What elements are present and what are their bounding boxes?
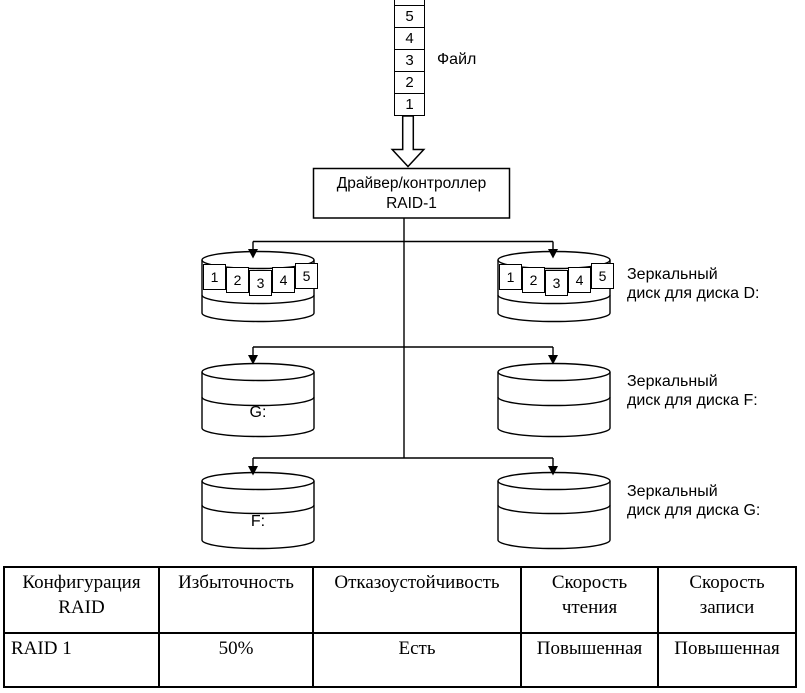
col-header-configuration-line1: Конфигурация xyxy=(22,572,141,593)
col-header-read-speed: Скорость чтения xyxy=(520,566,659,634)
disk-block: 3 xyxy=(545,270,568,296)
cell-fault-tolerance: Есть xyxy=(312,632,522,688)
disk-block: 4 xyxy=(568,267,591,293)
file-block: 3 xyxy=(395,50,424,72)
raid-controller-box xyxy=(312,167,511,219)
bus-lines xyxy=(248,218,558,476)
col-header-write-speed: Скорость записи xyxy=(657,566,797,634)
disk-label-f: F: xyxy=(250,513,266,530)
cell-configuration: RAID 1 xyxy=(3,632,160,688)
mirror-disk-label-d-line1: Зеркальный xyxy=(627,266,718,283)
mirror-disk-label-d: Зеркальный диск для диска D: xyxy=(627,265,759,303)
col-header-write-speed-line2: записи xyxy=(699,596,755,618)
disk-cylinder-g xyxy=(201,362,315,438)
table-row: RAID 1 50% Есть Повышенная Повышенная xyxy=(3,632,797,688)
disk-block: 4 xyxy=(272,267,295,293)
file-stack-open-top xyxy=(394,0,425,7)
down-block-arrow xyxy=(390,115,426,168)
cell-read-speed: Повышенная xyxy=(520,632,659,688)
file-block: 1 xyxy=(405,96,414,113)
file-block: 4 xyxy=(395,28,424,50)
disk-block: 2 xyxy=(522,267,545,293)
cell-redundancy: 50% xyxy=(158,632,314,688)
col-header-read-speed-line1: Скорость xyxy=(551,572,628,593)
mirror-disk-label-f-line1: Зеркальный xyxy=(627,373,718,390)
disk-cylinder-f-mirror xyxy=(497,362,611,438)
col-header-redundancy-line1: Избыточность xyxy=(178,572,294,593)
mirror-disk-label-d-line2: диск для диска D: xyxy=(627,285,760,302)
col-header-fault-tolerance: Отказоустойчивость xyxy=(312,566,522,634)
cell-write-speed: Повышенная xyxy=(657,632,797,688)
mirror-disk-label-f-line2: диск для диска F: xyxy=(627,392,758,409)
raid-controller-label-line1: Драйвер/контроллер xyxy=(336,174,487,192)
mirror-disk-label-g-line2: диск для диска G: xyxy=(627,502,761,519)
col-header-configuration-line2: RAID xyxy=(58,596,105,618)
disk-block: 1 xyxy=(499,264,522,290)
col-header-write-speed-line1: Скорость xyxy=(689,572,765,593)
mirror-disk-label-f: Зеркальный диск для диска F: xyxy=(627,372,758,410)
raid-comparison-table: Конфигурация RAID Избыточность Отказоуст… xyxy=(3,566,797,688)
col-header-configuration: Конфигурация RAID xyxy=(3,566,160,634)
col-header-read-speed-line2: чтения xyxy=(561,596,618,618)
file-label: Файл xyxy=(437,51,477,68)
col-header-redundancy: Избыточность xyxy=(158,566,314,634)
disk-block: 3 xyxy=(249,270,272,296)
disk-cylinder-g-mirror xyxy=(497,471,611,550)
disk-block: 2 xyxy=(226,267,249,293)
mirror-disk-label-g: Зеркальный диск для диска G: xyxy=(627,482,760,520)
disk-block: 1 xyxy=(203,264,226,290)
table-header-row: Конфигурация RAID Избыточность Отказоуст… xyxy=(3,566,797,634)
disk-cylinder-f xyxy=(201,471,315,550)
file-block: 2 xyxy=(395,72,424,94)
raid-controller-label-line2: RAID-1 xyxy=(386,194,437,212)
disk-block: 5 xyxy=(591,263,614,289)
raid-controller-label: Драйвер/контроллер RAID-1 xyxy=(313,169,510,218)
file-block: 5 xyxy=(395,6,424,28)
disk-label-g: G: xyxy=(249,404,267,421)
mirror-disk-label-g-line1: Зеркальный xyxy=(627,483,718,500)
diagram-linework xyxy=(201,115,611,550)
file-stack: 5 4 3 2 1 xyxy=(394,5,425,116)
col-header-fault-tolerance-line1: Отказоустойчивость xyxy=(334,572,500,593)
disk-block: 5 xyxy=(295,263,318,289)
